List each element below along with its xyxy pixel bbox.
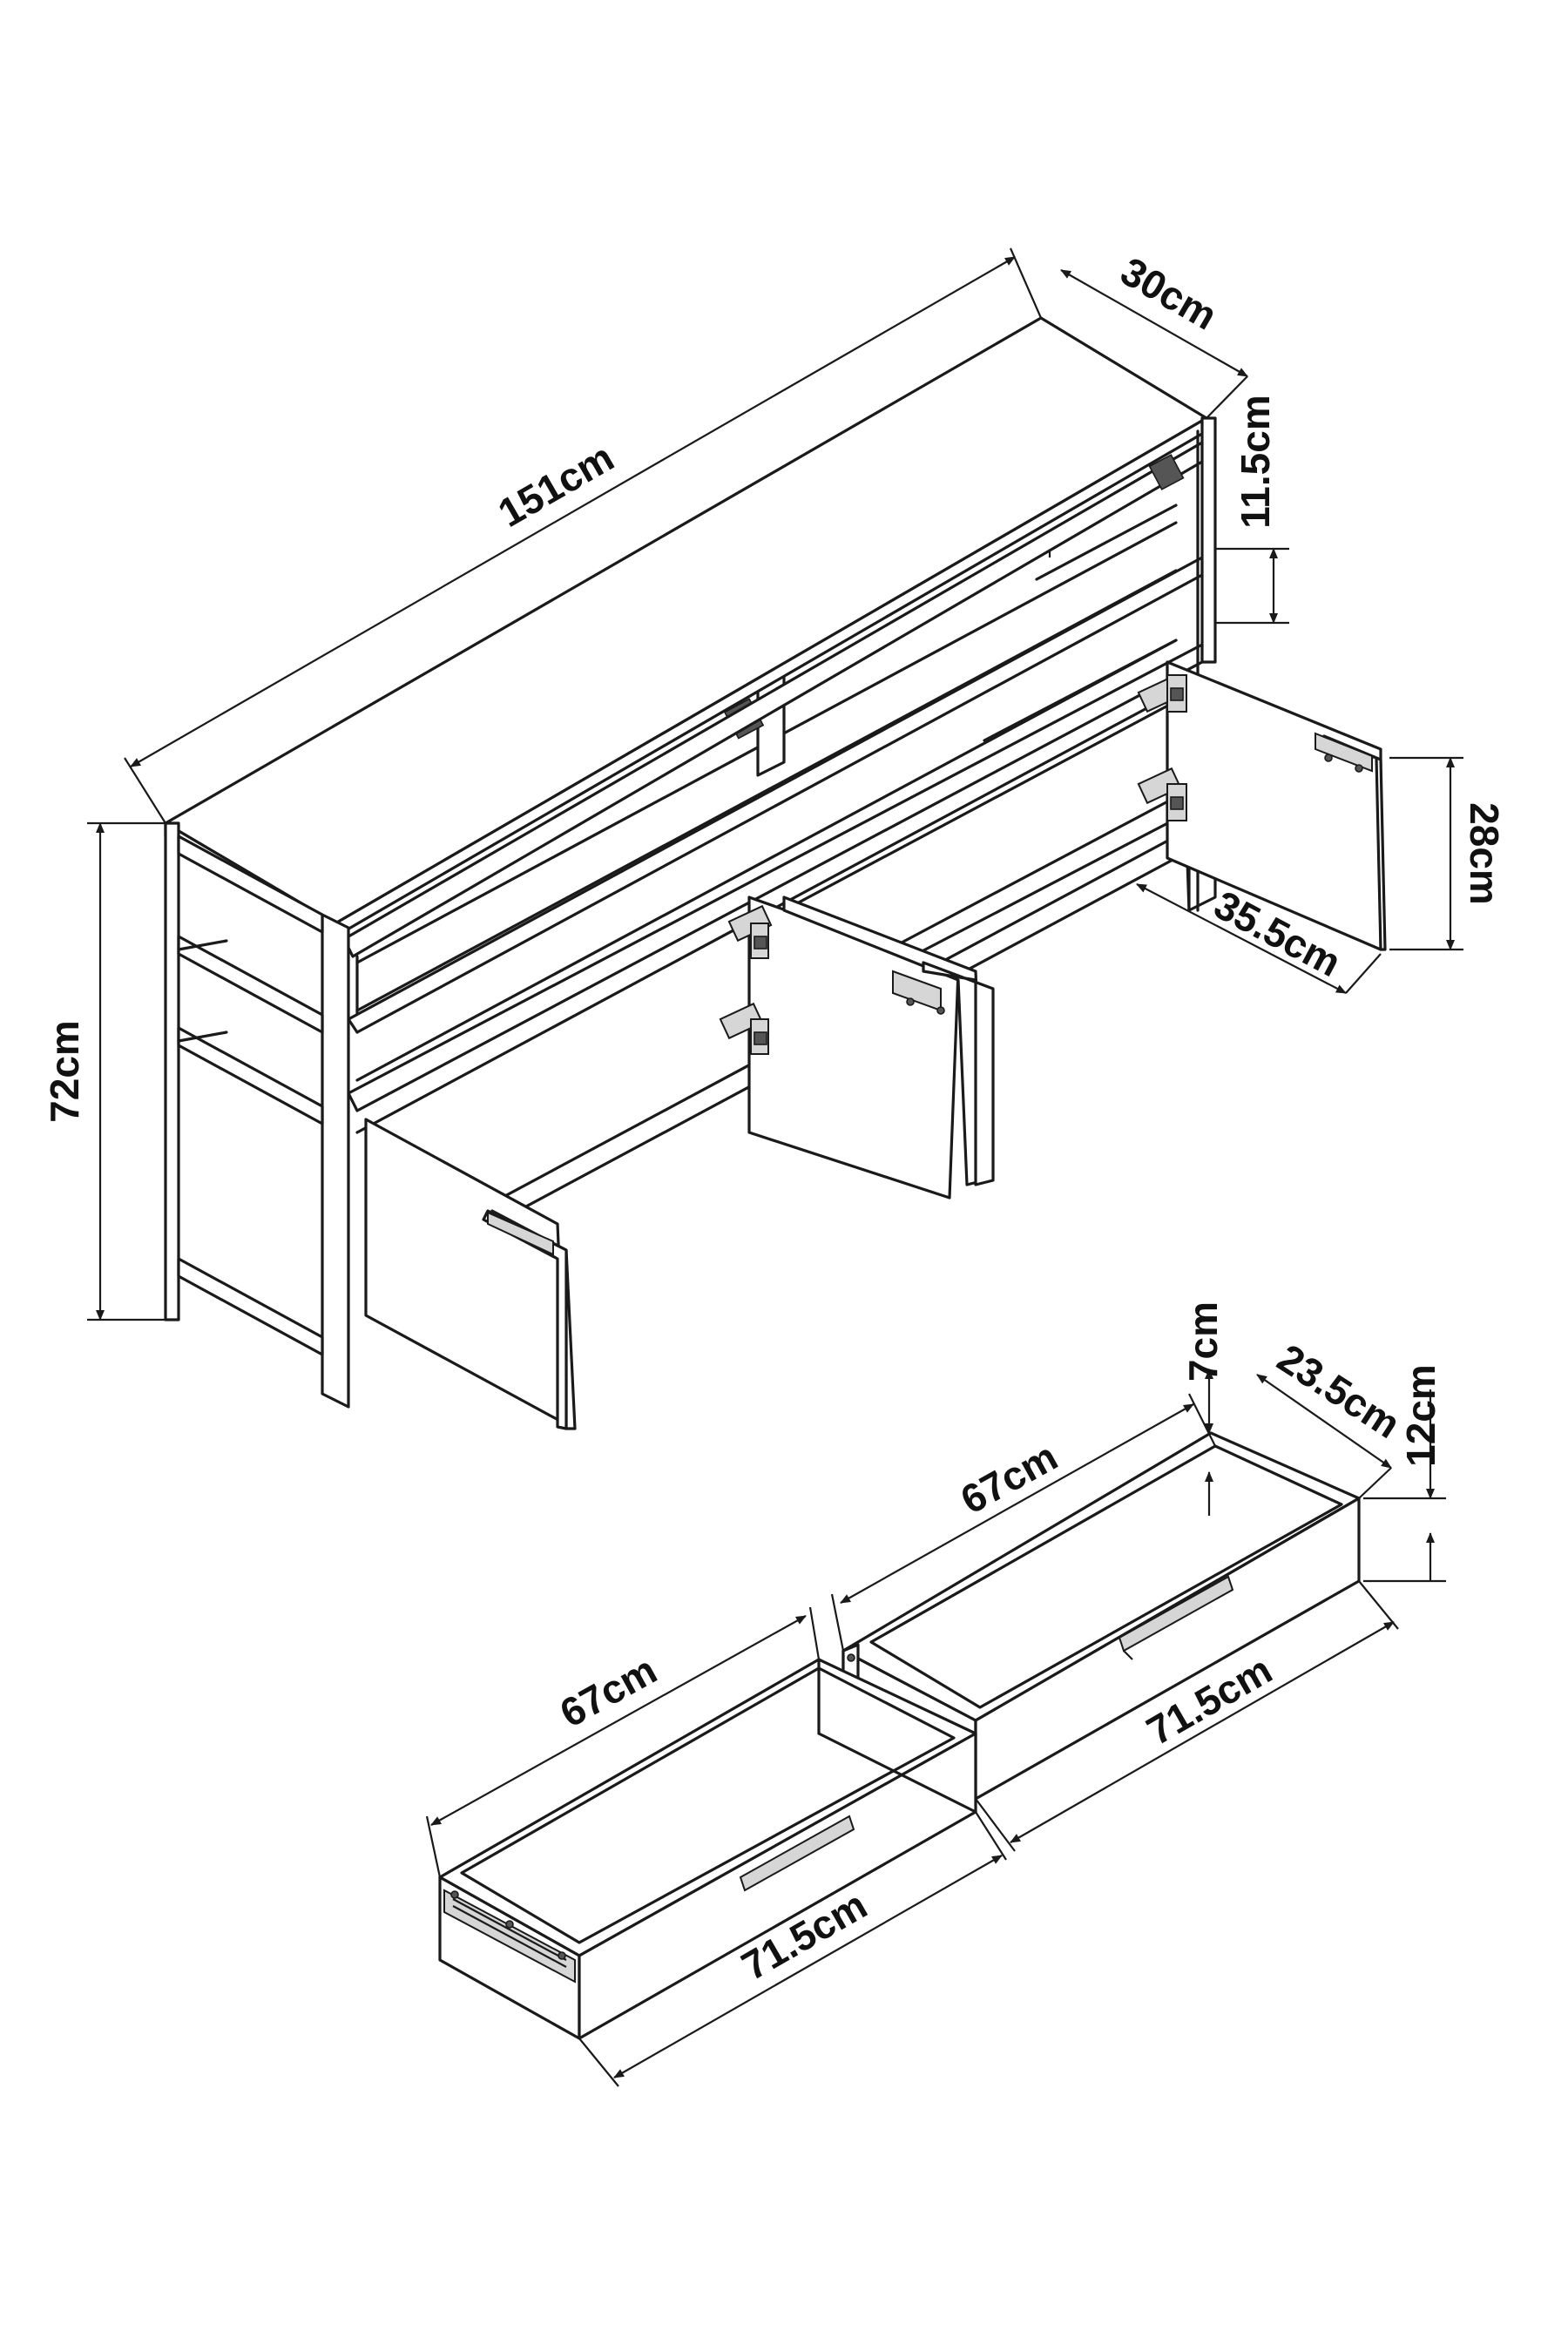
middle-door-hinges xyxy=(719,904,773,1055)
sideboard-cabinet xyxy=(164,316,1387,1430)
right-door-hinges xyxy=(1137,674,1187,821)
drawer-left-inner-length-label: 67cm xyxy=(552,1646,664,1736)
middle-doors-open xyxy=(719,896,995,1200)
cabinet-height-label: 72cm xyxy=(42,1020,87,1123)
right-door-open xyxy=(1137,660,1387,951)
drawer-dimension-lines xyxy=(425,1369,1446,2087)
cabinet-dimension-lines xyxy=(87,247,1463,1321)
left-door-open xyxy=(364,1118,577,1430)
drawer-left xyxy=(438,1658,977,2040)
drawer-height-label: 12cm xyxy=(1398,1364,1443,1467)
cabinet-left-frame xyxy=(164,821,350,1409)
cabinet-depth-label: 30cm xyxy=(1113,248,1225,339)
drawer-left-runner xyxy=(443,1889,576,1984)
drawer-depth-label: 23.5cm xyxy=(1270,1335,1409,1447)
door-height-label: 28cm xyxy=(1462,802,1507,905)
top-shelf-height-label: 11.5cm xyxy=(1233,395,1278,528)
drawer-inner-height-label: 7cm xyxy=(1180,1301,1226,1382)
